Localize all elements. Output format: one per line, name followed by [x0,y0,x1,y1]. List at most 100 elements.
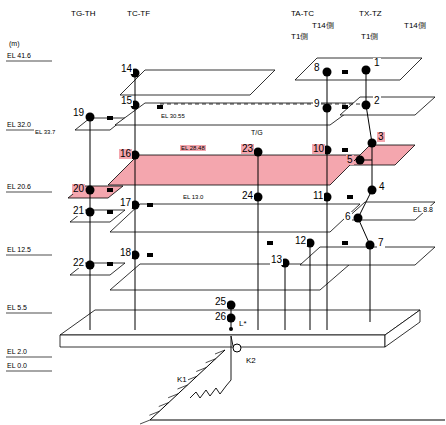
mass-point [254,148,263,157]
spring-symbol [267,241,273,245]
mass-number: 17 [119,198,132,208]
ground-hatch [206,359,216,363]
floor-slab [108,155,360,185]
point-label: L* [238,320,248,328]
spring-symbol [107,116,113,120]
elevation-label: EL 32.0 [6,121,32,128]
mass-point [86,186,95,195]
mass-number: 26 [214,312,227,322]
spring-symbol [347,195,353,199]
spring-symbol [342,148,348,152]
mass-number: 19 [72,108,85,118]
part-label: T/G [250,129,264,136]
side-label: T1側 [290,33,309,41]
mass-number: 16 [119,149,132,159]
mass-point [86,261,95,270]
column-label: TG-TH [70,10,96,18]
mass-number: 23 [241,144,254,154]
elevation-line [6,371,52,372]
ground-hatch [196,368,206,372]
floor-slab [110,264,350,290]
elevation-label: EL 33.7 [34,129,56,135]
mass-number: 11 [312,191,324,201]
mass-number: 25 [214,297,227,307]
beam-stick [90,117,91,330]
base-point [229,327,233,331]
dashed-line [160,104,360,105]
mass-number: 21 [72,206,85,216]
floor-slab [295,58,422,80]
spring-symbol [342,105,348,109]
mass-number: 10 [312,144,325,154]
spring-symbol [107,188,113,192]
floor-slab [350,145,415,165]
beam-stick [285,263,286,330]
ground-hatch [187,376,197,380]
spring-symbol [342,241,348,245]
mass-number: 5 [346,155,354,165]
elevation-line [6,255,52,256]
mass-point [356,156,365,165]
spring-label: K2 [245,357,257,365]
mass-point [366,241,375,250]
base-mat [385,310,420,347]
beam-stick [358,70,372,322]
side-label: T1側 [360,33,379,41]
ground-hatch [149,411,159,415]
mass-point [86,208,95,217]
ground-hatch [159,403,169,407]
elevation-label: EL 41.6 [6,52,32,59]
base-mat [60,310,420,335]
elevation-label: EL 20.6 [6,183,32,190]
spring-symbol [147,253,153,257]
ground-line [150,350,445,420]
mass-number: 22 [72,258,85,268]
mass-number: 4 [378,182,386,192]
beam-stick [310,243,311,330]
mass-point [368,139,377,148]
mass-point [323,104,332,113]
mass-number: 13 [270,255,283,265]
mass-number: 6 [344,212,352,222]
elevation-label: EL 8.8 [412,206,434,213]
mass-point [323,68,332,77]
elevation-line [6,357,52,358]
column-label: TC-TF [126,10,151,18]
floor-slab [115,103,360,125]
elevation-label: EL 2.0 [6,348,28,355]
mass-number: 3 [377,132,385,142]
mass-number: 9 [313,99,321,109]
mass-number: 20 [72,184,85,194]
mass-point [227,314,236,323]
mass-point [354,214,363,223]
column-label: TA-TC [290,10,315,18]
floor-slab [300,247,435,265]
spring-symbol [107,210,113,214]
elevation-label: EL 12.5 [6,246,32,253]
ground-hatch [215,350,225,354]
mass-number: 7 [377,238,385,248]
mass-point [227,301,236,310]
spring-symbol [157,105,163,109]
mass-number: 1 [373,58,381,68]
elevation-label: EL 0.0 [6,362,28,369]
elevation-line [6,61,52,62]
mass-point [362,66,371,75]
spring-label: K1 [176,376,188,384]
side-label: T14側 [403,22,427,30]
elevation-label: EL 30.55 [160,113,186,119]
column-label: TX-TZ [358,10,383,18]
mass-number: 24 [241,191,254,201]
mass-point [254,193,263,202]
elevation-line [6,313,52,314]
mass-number: 14 [120,64,133,74]
mass-point [362,101,371,110]
elevation-label: EL 13.0 [182,194,204,200]
sway-spring [190,336,231,398]
base-mat [60,335,385,347]
ground-hatch [168,394,178,398]
floor-slab [120,70,275,95]
mass-number: 15 [120,96,133,106]
rocking-link [231,336,233,346]
